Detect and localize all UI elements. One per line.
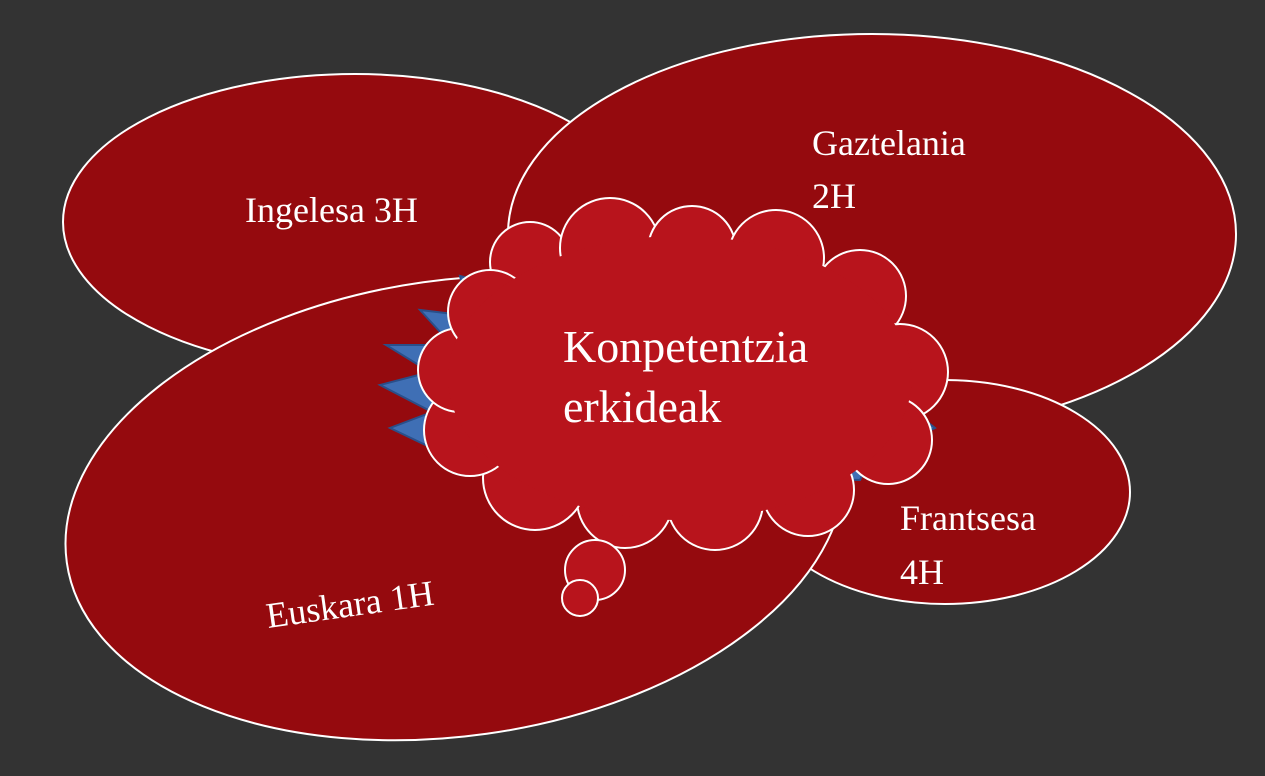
cloud-title-line1: Konpetentzia	[563, 321, 808, 372]
thought-bubble-small	[561, 579, 599, 617]
label-gaztelania-line1: Gaztelania	[812, 123, 966, 163]
label-gaztelania-line2: 2H	[812, 176, 856, 216]
thought-cloud	[417, 197, 949, 617]
label-frantsesa-line1: Frantsesa	[900, 498, 1036, 538]
label-ingelesa: Ingelesa 3H	[245, 190, 418, 230]
cloud-title-line2: erkideak	[563, 381, 721, 432]
label-frantsesa-line2: 4H	[900, 552, 944, 592]
